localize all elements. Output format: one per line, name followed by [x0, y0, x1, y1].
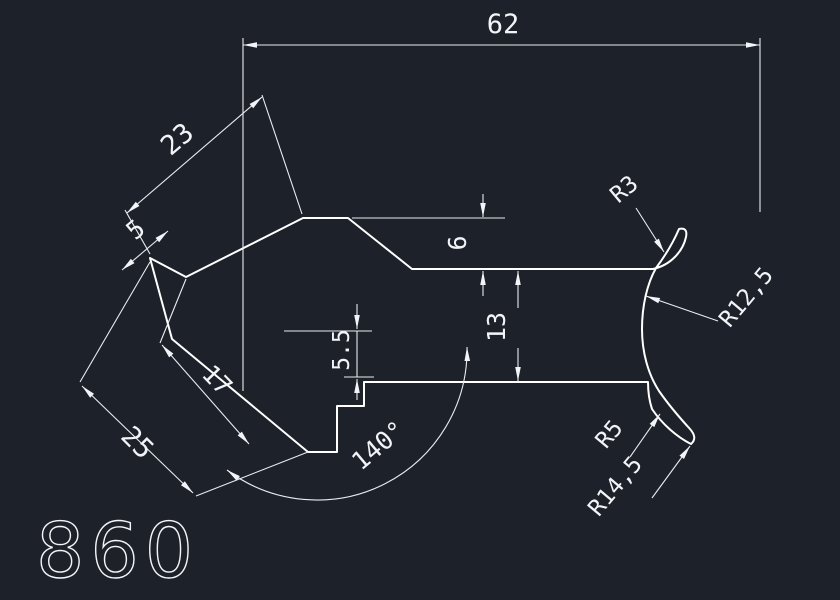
dim-13-label: 13	[482, 312, 511, 342]
dim-6-label: 6	[443, 235, 472, 250]
dim-r14-5-leader	[651, 445, 691, 499]
dim-5-5-label: 5.5	[329, 329, 355, 371]
dim-140-arc	[226, 346, 471, 501]
dim-r14-5-label: R14,5	[583, 452, 647, 522]
dim-25-ext-right	[195, 451, 309, 497]
profile-geometry	[149, 217, 696, 453]
dim-r5-label: R5	[591, 416, 629, 454]
dim-5-label: 5	[120, 214, 150, 246]
dim-r12-5-leader	[645, 295, 719, 322]
dim-17-ext	[159, 278, 187, 344]
dimension-linework	[79, 38, 761, 501]
dim-25-label: 25	[115, 421, 160, 466]
dim-23-line	[126, 96, 263, 214]
dim-r12-5-label: R12,5	[714, 263, 778, 333]
dim-140-label: 140°	[346, 415, 411, 476]
dim-23-label: 23	[155, 117, 200, 162]
dim-17-line	[161, 344, 250, 445]
dim-r3-label: R3	[606, 171, 644, 209]
part-number: 860	[36, 506, 199, 595]
profile-outline	[149, 217, 696, 453]
dim-r3-leader	[635, 207, 665, 253]
dim-25-ext-left	[79, 261, 151, 383]
dim-23-ext-right	[261, 94, 303, 215]
dim-r5-leader	[629, 413, 661, 458]
dim-5-line	[121, 230, 169, 271]
dim-62-label: 62	[487, 9, 520, 40]
dim-25-line	[81, 385, 194, 494]
dimension-labels: 62 23 5 6 13 5.5 17 25 140° R3 R12,5 R5 …	[115, 9, 779, 521]
